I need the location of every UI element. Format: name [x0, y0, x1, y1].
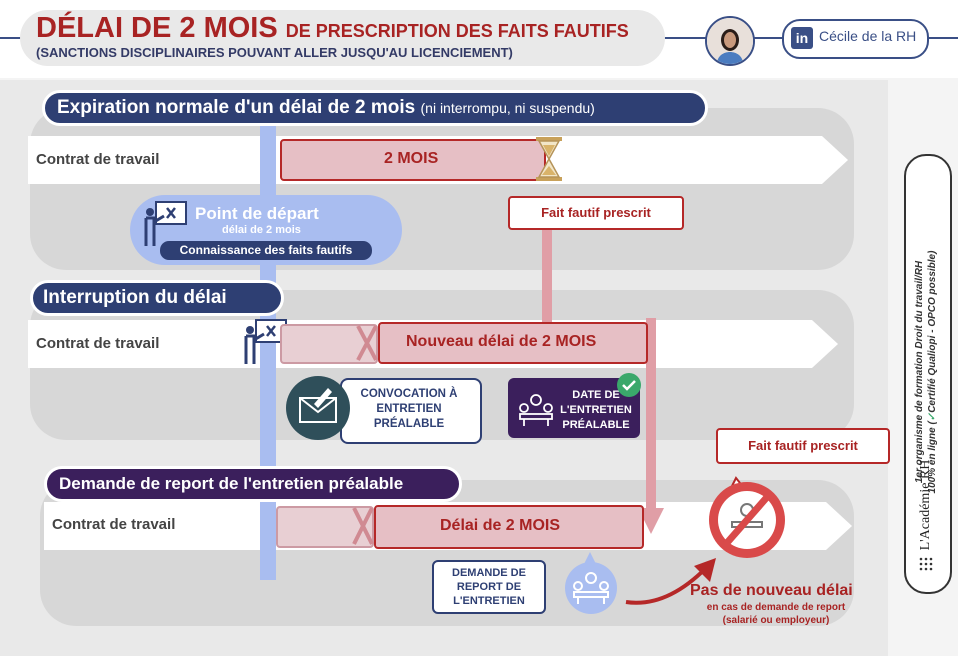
meeting-icon-2 [565, 552, 617, 614]
section2-title: Interruption du délai [30, 280, 284, 316]
section1-bar [280, 139, 546, 181]
section1-prescribed-callout: Fait fautif prescrit [508, 196, 684, 230]
page-title: DÉLAI DE 2 MOIS DE PRESCRIPTION DES FAIT… [36, 12, 629, 44]
cross-mark-icon [356, 325, 378, 361]
section3-bar [374, 505, 644, 549]
section2-bar [378, 322, 648, 364]
section2-bar-label: Nouveau délai de 2 MOIS [406, 333, 597, 350]
academy-brand: L'Académie RH [918, 459, 933, 551]
academy-side-pill [904, 154, 952, 594]
section3-title: Demande de report de l'entretien préalab… [44, 466, 462, 502]
linkedin-icon: in [791, 27, 813, 49]
hourglass-icon [536, 137, 562, 181]
forbidden-meeting-icon [709, 476, 785, 558]
start-point-sub: délai de 2 mois [222, 224, 301, 236]
section1-title: Expiration normale d'un délai de 2 mois … [42, 90, 708, 126]
no-new-delay-title: Pas de nouveau délai [690, 582, 853, 599]
connector-arrow-head [638, 508, 664, 534]
academy-tagline: 1er organisme de formation Droit du trav… [914, 250, 938, 494]
title-pill [20, 10, 665, 66]
meeting-icon [519, 394, 553, 426]
section3-bar-label: Délai de 2 MOIS [440, 517, 561, 534]
connector-prescription [542, 220, 552, 322]
start-point-badge: Connaissance des faits fautifs [160, 241, 372, 260]
section1-bar-label: 2 MOIS [384, 150, 439, 167]
linkedin-name[interactable]: Cécile de la RH [819, 28, 917, 44]
convocation-box [340, 378, 482, 444]
start-point-title: Point de départ [195, 204, 319, 223]
curved-arrow-icon [625, 558, 716, 605]
check-badge-icon [617, 373, 641, 397]
cross-mark-icon-2 [352, 507, 374, 545]
avatar [705, 16, 755, 66]
section2-prescribed-callout: Fait fautif prescrit [716, 428, 890, 464]
envelope-icon [286, 376, 350, 440]
presentation-board-icon [144, 201, 187, 246]
no-new-delay-sub: en cas de demande de report(salarié ou e… [706, 602, 846, 626]
connector-new-delay [646, 318, 656, 510]
section1-band-label: Contrat de travail [36, 151, 160, 168]
academy-logo-icon [919, 557, 933, 571]
section2-band-label: Contrat de travail [36, 335, 160, 352]
page-subtitle: (SANCTIONS DISCIPLINAIRES POUVANT ALLER … [36, 45, 513, 60]
presentation-board-icon-2 [244, 319, 287, 364]
section3-band-label: Contrat de travail [52, 516, 176, 533]
